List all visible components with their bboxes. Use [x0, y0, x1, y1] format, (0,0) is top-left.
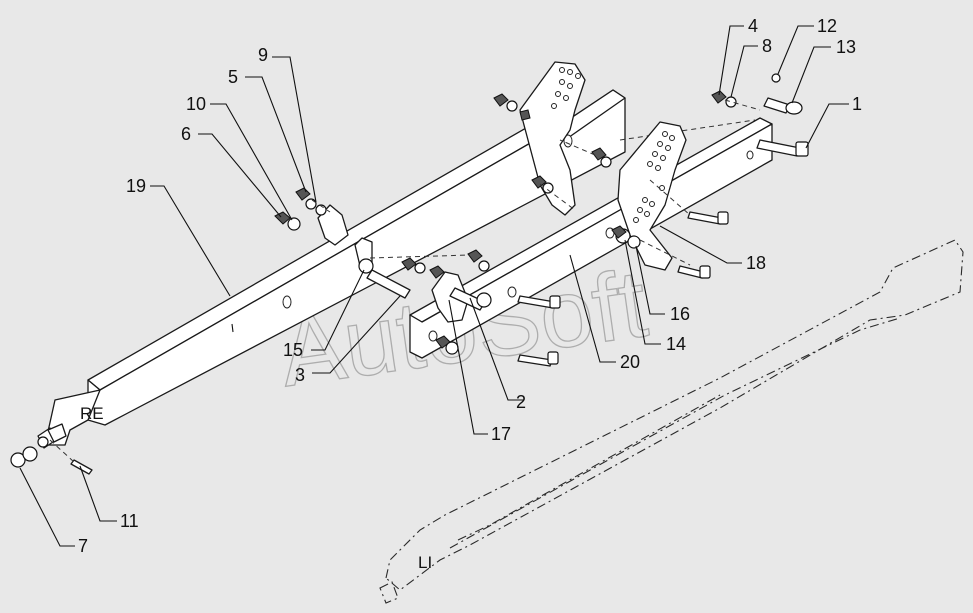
side-label-right: RE [80, 404, 104, 423]
callout-numbers: 1 2 3 4 5 6 7 8 9 10 11 12 13 14 15 16 1… [78, 16, 862, 556]
callout-5: 5 [228, 67, 238, 87]
callout-9: 9 [258, 45, 268, 65]
callout-14: 14 [666, 334, 686, 354]
callout-12: 12 [817, 16, 837, 36]
leader-lines [19, 25, 849, 547]
mounting-plate-part-20 [409, 117, 773, 359]
callout-7: 7 [78, 536, 88, 556]
left-frame-ghost [379, 239, 964, 604]
callout-15: 15 [283, 340, 303, 360]
bracket-part-18 [617, 121, 687, 271]
callout-20: 20 [620, 352, 640, 372]
rear-bracket [519, 61, 586, 216]
callout-1: 1 [852, 94, 862, 114]
callout-16: 16 [670, 304, 690, 324]
callout-13: 13 [836, 37, 856, 57]
hardware [10, 73, 809, 475]
callout-8: 8 [762, 36, 772, 56]
assembly-lines [49, 99, 761, 463]
callout-2: 2 [516, 392, 526, 412]
callout-4: 4 [748, 16, 758, 36]
callout-10: 10 [186, 94, 206, 114]
callout-3: 3 [295, 365, 305, 385]
callout-6: 6 [181, 124, 191, 144]
callout-11: 11 [120, 511, 139, 531]
callout-17: 17 [491, 424, 511, 444]
callout-18: 18 [746, 253, 766, 273]
callout-19: 19 [126, 176, 146, 196]
side-label-left: LI [418, 553, 432, 572]
